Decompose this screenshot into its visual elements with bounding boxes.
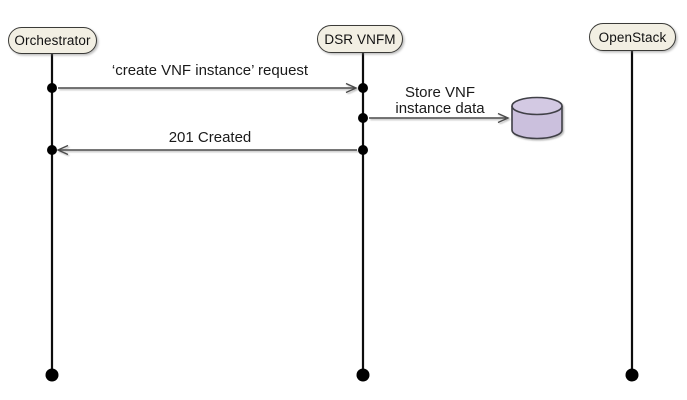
lifeline-end-dot — [356, 368, 370, 382]
database-cylinder-icon — [511, 96, 563, 140]
message-label-create-vnf: ‘create VNF instance’ request — [111, 62, 309, 79]
actor-dsr-vnfm: DSR VNFM — [317, 25, 403, 53]
message-dot — [47, 145, 57, 155]
actor-dsr-vnfm-label: DSR VNFM — [324, 31, 396, 47]
message-dot — [358, 145, 368, 155]
arrowhead-right-icon — [497, 112, 510, 124]
actor-orchestrator-label: Orchestrator — [14, 33, 91, 48]
arrowhead-right-icon — [345, 82, 358, 94]
lifeline-end-dot — [625, 368, 639, 382]
message-arrow-201-created — [56, 144, 357, 156]
message-label-201-created: 201 Created — [168, 129, 252, 146]
actor-orchestrator: Orchestrator — [8, 27, 97, 54]
actor-openstack-label: OpenStack — [598, 29, 667, 45]
message-arrow-store-vnf — [369, 112, 510, 124]
arrowhead-left-icon — [56, 144, 69, 156]
message-label-store-vnf: Store VNF instance data — [395, 84, 485, 117]
lifeline-end-dot — [45, 368, 59, 382]
actor-openstack: OpenStack — [589, 23, 676, 51]
message-dot — [47, 83, 57, 93]
message-dot — [358, 83, 368, 93]
message-arrow-create-vnf — [58, 82, 358, 94]
message-dot — [358, 113, 368, 123]
